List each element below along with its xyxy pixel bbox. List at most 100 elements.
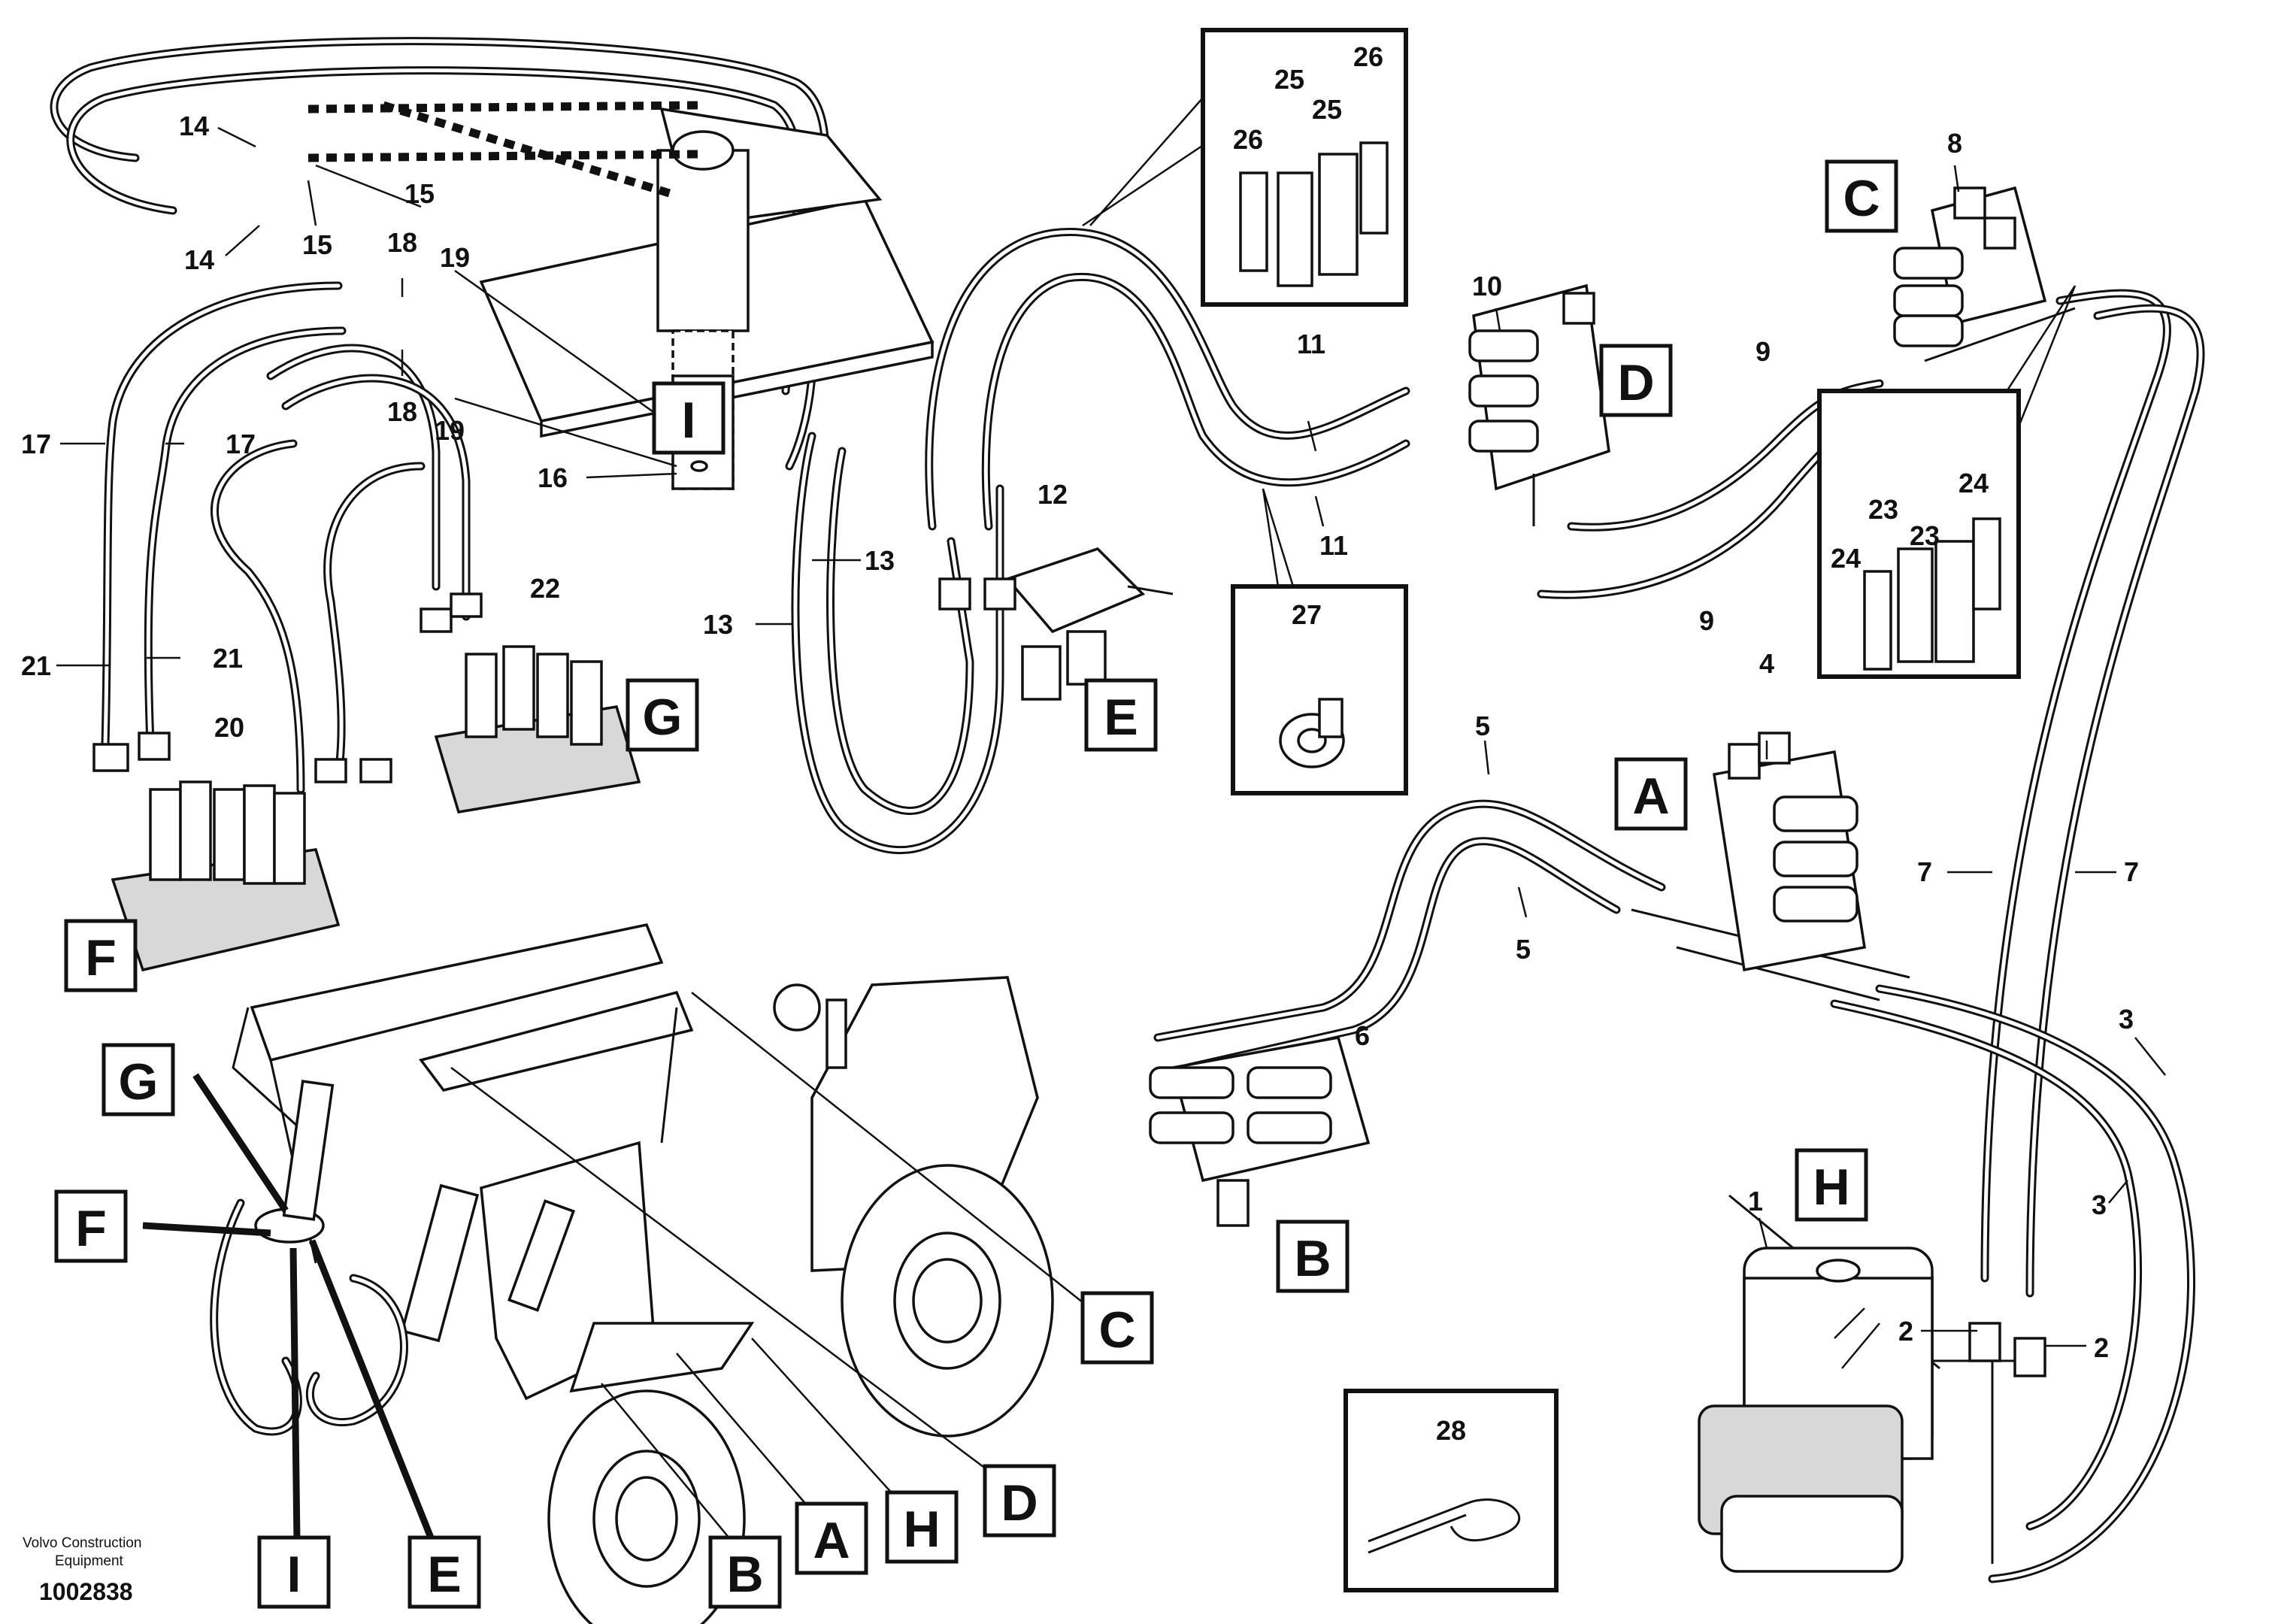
machine-callout-leaders <box>142 992 1091 1557</box>
svg-text:G: G <box>643 689 683 746</box>
part-number-1: 1 <box>1748 1186 1763 1216</box>
group-label-a: A <box>1614 757 1688 831</box>
block-B <box>1149 1035 1371 1227</box>
block-12 <box>938 547 1174 701</box>
machine-callout-d: D <box>983 1464 1056 1538</box>
part-number-5: 5 <box>1475 710 1490 741</box>
svg-text:B: B <box>1294 1230 1331 1287</box>
part-leaders <box>56 126 2166 1347</box>
part-number-21: 21 <box>21 650 51 681</box>
svg-text:D: D <box>1617 354 1654 411</box>
drawing-caption: Volvo Construction Equipment 1002838 <box>23 1535 141 1605</box>
svg-text:H: H <box>1813 1159 1849 1216</box>
group-labels: I G F E D C A B <box>64 159 1898 1293</box>
part-number-21: 21 <box>213 643 243 674</box>
group-label-h: H <box>1795 1148 1868 1222</box>
machine-callouts: G F I E B A H D <box>54 1043 1154 1609</box>
hose-lines <box>50 37 2205 1583</box>
svg-text:A: A <box>813 1512 850 1569</box>
part-number-18: 18 <box>387 396 417 427</box>
svg-text:I: I <box>682 392 696 449</box>
boom-pivot-assembly <box>307 101 935 490</box>
machine-callout-i: I <box>257 1535 331 1609</box>
inset-clamps-23-24 <box>1817 285 2077 679</box>
part-number-15: 15 <box>404 178 435 209</box>
part-number-19: 19 <box>435 415 465 446</box>
svg-text:E: E <box>1104 689 1138 746</box>
group-label-f: F <box>64 919 138 992</box>
part-number-7: 7 <box>1917 856 1932 887</box>
drawing-number: 1002838 <box>39 1578 133 1605</box>
brand-line-2: Equipment <box>55 1553 124 1569</box>
part-number-17: 17 <box>21 429 51 459</box>
brand-line-1: Volvo Construction <box>23 1535 141 1551</box>
inset-clamps-25-26 <box>1082 28 1408 307</box>
part-number-11: 11 <box>1319 530 1348 561</box>
part-number-9: 9 <box>1755 336 1771 367</box>
part-number-13: 13 <box>865 545 895 576</box>
part-number-20: 20 <box>214 712 244 743</box>
svg-text:C: C <box>1098 1301 1135 1359</box>
group-label-d: D <box>1599 344 1673 417</box>
part-numbers: 14 14 15 15 18 18 19 19 16 17 17 21 21 2… <box>21 41 2139 1446</box>
svg-text:H: H <box>903 1501 940 1558</box>
inset-clamp-27 <box>1231 488 1408 795</box>
machine-callout-a: A <box>795 1501 868 1575</box>
part-number-26: 26 <box>1353 41 1383 72</box>
block-A <box>1713 732 1866 972</box>
part-number-5: 5 <box>1516 934 1531 965</box>
part-number-10: 10 <box>1472 271 1502 301</box>
loader-machine <box>210 923 1054 1624</box>
part-number-27: 27 <box>1292 599 1322 630</box>
inset-cable-tie-28 <box>1344 1389 1559 1592</box>
part-number-26: 26 <box>1233 124 1263 155</box>
svg-text:I: I <box>287 1546 301 1603</box>
group-label-b: B <box>1276 1220 1350 1293</box>
svg-text:A: A <box>1632 768 1669 825</box>
part-number-15: 15 <box>302 229 332 260</box>
part-number-3: 3 <box>2119 1004 2134 1035</box>
block-C <box>1893 186 2047 347</box>
part-number-7: 7 <box>2124 856 2139 887</box>
svg-text:B: B <box>726 1546 763 1603</box>
machine-callout-b: B <box>708 1535 782 1609</box>
part-number-17: 17 <box>226 429 256 459</box>
svg-text:F: F <box>75 1200 107 1257</box>
part-number-24: 24 <box>1831 543 1861 574</box>
part-number-6: 6 <box>1355 1020 1370 1051</box>
part-number-28: 28 <box>1436 1415 1466 1446</box>
part-number-13: 13 <box>703 609 733 640</box>
block-20 <box>92 732 392 972</box>
part-number-18: 18 <box>387 227 417 258</box>
svg-text:G: G <box>119 1053 159 1110</box>
part-number-23: 23 <box>1910 520 1940 551</box>
part-number-19: 19 <box>440 242 470 273</box>
part-number-25: 25 <box>1312 94 1342 125</box>
part-number-24: 24 <box>1958 468 1989 498</box>
machine-callout-e: E <box>407 1535 481 1609</box>
machine-callout-h: H <box>885 1490 959 1564</box>
part-number-12: 12 <box>1038 479 1068 510</box>
group-label-g: G <box>626 678 699 752</box>
part-number-4: 4 <box>1759 648 1774 679</box>
part-number-22: 22 <box>530 573 560 604</box>
block-22 <box>420 592 641 814</box>
part-number-23: 23 <box>1868 494 1898 525</box>
part-number-2: 2 <box>2094 1332 2109 1363</box>
svg-text:E: E <box>427 1546 461 1603</box>
part-number-9: 9 <box>1699 605 1714 636</box>
part-number-25: 25 <box>1274 64 1304 95</box>
part-number-16: 16 <box>538 462 568 493</box>
part-number-3: 3 <box>2092 1189 2107 1220</box>
svg-text:F: F <box>85 929 117 986</box>
svg-text:D: D <box>1001 1474 1038 1532</box>
part-number-14: 14 <box>184 244 214 275</box>
part-number-14: 14 <box>179 111 209 141</box>
lubrication-pump <box>1698 1247 2046 1573</box>
part-number-8: 8 <box>1947 128 1962 159</box>
part-number-2: 2 <box>1898 1316 1913 1347</box>
group-label-e: E <box>1084 678 1158 752</box>
machine-callout-c: C <box>1080 1291 1154 1365</box>
group-label-i: I <box>652 381 726 455</box>
